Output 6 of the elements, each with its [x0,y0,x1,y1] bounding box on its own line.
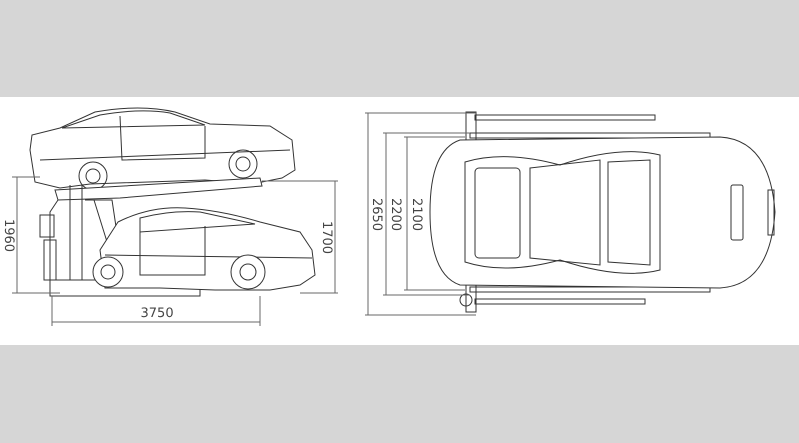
dimension-label: 1960 [2,218,15,252]
dimension-label: 2650 [370,197,383,231]
dimension-label: 2100 [410,197,423,231]
dimension-label: 2200 [388,197,402,231]
dimension-label: 1700 [320,220,333,254]
dimension-label: 3750 [140,306,174,320]
